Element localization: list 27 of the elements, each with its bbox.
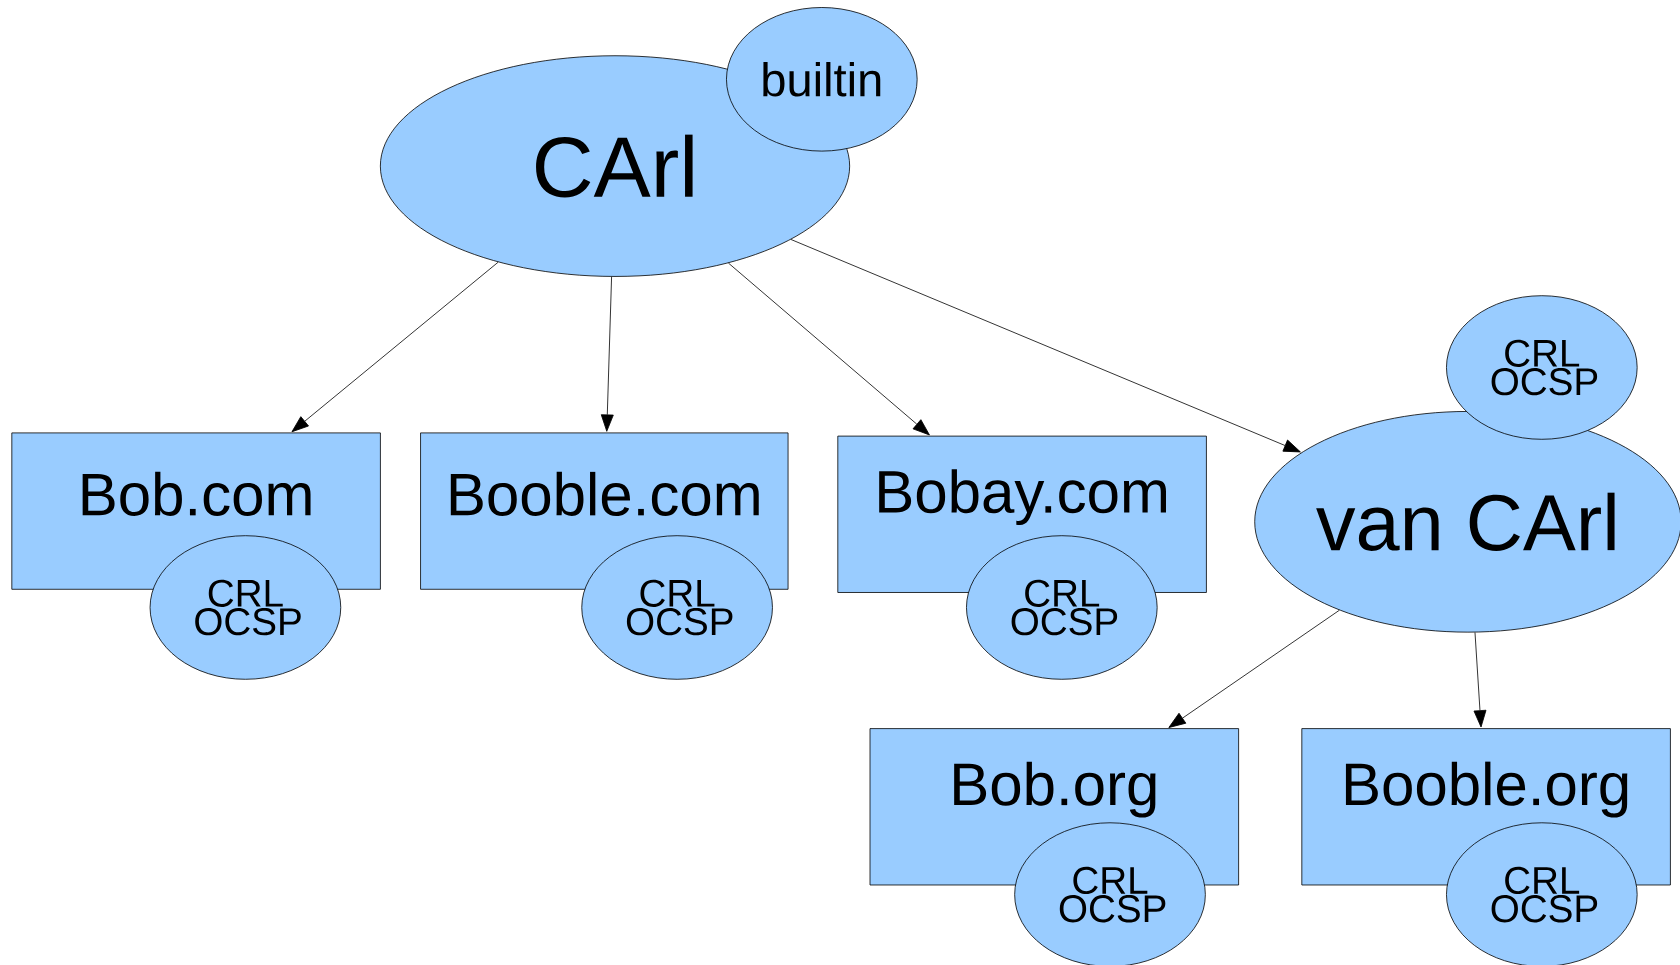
node-label: Bobay.com — [879, 469, 1166, 526]
node-label: CRL OCSP — [626, 579, 733, 636]
node-label: CRL OCSP — [1491, 866, 1598, 923]
arrow — [1473, 632, 1487, 728]
arrow — [1168, 609, 1340, 728]
ellipse-node — [966, 535, 1158, 680]
node-label: CRL OCSP — [195, 579, 301, 636]
ellipse-node — [726, 7, 918, 152]
node-label: CRL OCSP — [1059, 866, 1166, 923]
ellipse-node — [149, 535, 342, 680]
ellipse-node — [1446, 295, 1638, 440]
node-label: Booble.org — [1345, 761, 1628, 818]
ellipse-node — [1014, 822, 1206, 965]
ellipse-node — [1446, 822, 1638, 965]
arrow — [600, 276, 614, 432]
node-label: Bob.org — [954, 761, 1156, 818]
node-label: CRL OCSP — [1011, 579, 1118, 636]
node-label: CArl — [536, 134, 693, 198]
node-label: builtin — [763, 62, 881, 97]
ellipse-node — [581, 535, 773, 680]
node-label: Booble.com — [450, 471, 759, 516]
node-label: CRL OCSP — [1491, 339, 1598, 396]
node-label: Bob.com — [82, 471, 311, 516]
arrow — [728, 262, 930, 436]
arrow — [790, 239, 1301, 453]
node-label: van CArl — [1316, 492, 1615, 551]
arrow — [291, 261, 499, 433]
